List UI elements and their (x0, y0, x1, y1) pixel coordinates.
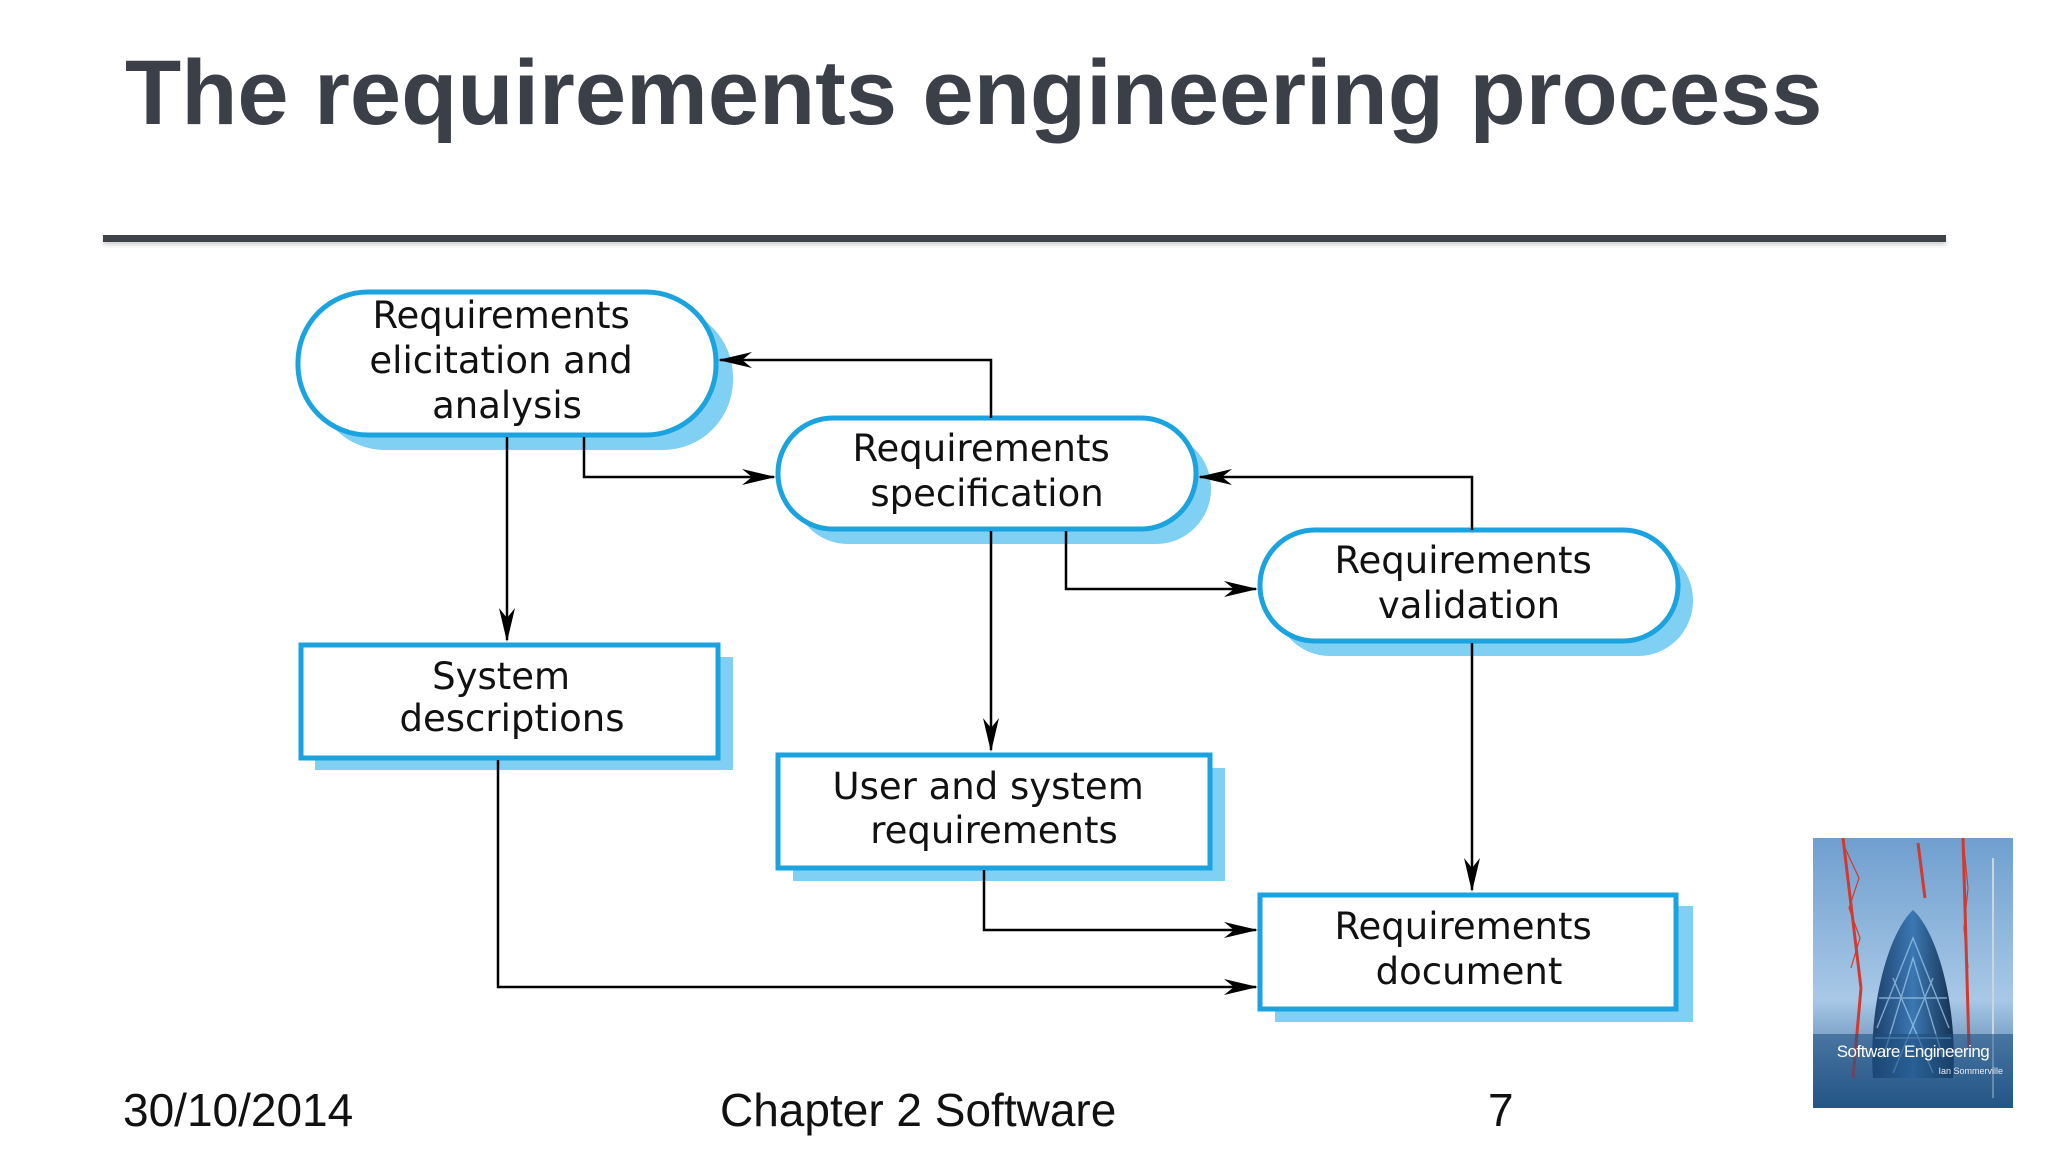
arrow-specification-to-validation (1064, 531, 1258, 597)
arrow-user-system-requirements-to-document (982, 870, 1258, 938)
svg-text:Requirements validation: Requirements validation (1335, 539, 1604, 627)
node-label-line: validation (1378, 584, 1560, 627)
book-cover-image: Software Engineering Ian Sommerville (1813, 838, 2013, 1108)
node-label-line: requirements (870, 809, 1118, 852)
arrow-validation-to-specification (1198, 469, 1474, 530)
svg-text:Requirements specificati: Requirements specification (853, 427, 1122, 515)
node-requirements-validation: Requirements validation (1257, 527, 1681, 644)
node-label-line: analysis (432, 384, 582, 427)
node-label-line: Requirements (853, 427, 1110, 470)
arrow-specification-to-elicitation (718, 352, 993, 418)
title-divider (103, 235, 1946, 242)
node-user-and-system-requirements: User and system requirements (775, 752, 1213, 871)
footer-chapter: Chapter 2 Software (720, 1084, 1117, 1136)
node-label-line: specification (870, 472, 1103, 515)
node-label-line: elicitation and (369, 339, 632, 382)
node-label-line: Requirements (1335, 905, 1592, 948)
node-label-line: Requirements (1335, 539, 1592, 582)
book-cover-title: Software Engineering (1836, 1042, 1990, 1061)
svg-text:User and system requirem: User and system requirements (833, 765, 1156, 852)
svg-text:Requirements elicitation: Requirements elicitation and analysis (369, 294, 644, 427)
node-label-line: Requirements (373, 294, 630, 337)
book-cover-author: Ian Sommerville (1938, 1066, 2003, 1076)
node-label-line: document (1376, 950, 1563, 993)
node-requirements-specification: Requirements specification (775, 415, 1199, 532)
slide-title: The requirements engineering process (125, 42, 1823, 144)
svg-text:System descriptions: System descriptions (400, 655, 625, 740)
node-label-line: System (432, 655, 570, 698)
node-requirements-document: Requirements document (1257, 892, 1679, 1012)
footer-date: 30/10/2014 (123, 1084, 354, 1136)
footer-page-number: 7 (1488, 1084, 1514, 1136)
node-label-line: descriptions (400, 697, 625, 740)
svg-text:Requirements document: Requirements document (1335, 905, 1604, 993)
node-system-descriptions: System descriptions (298, 642, 721, 761)
node-requirements-elicitation: Requirements elicitation and analysis (295, 289, 719, 438)
node-label-line: User and system (833, 765, 1144, 808)
arrow-system-descriptions-to-document (496, 760, 1258, 995)
arrow-elicitation-to-specification (582, 437, 776, 485)
